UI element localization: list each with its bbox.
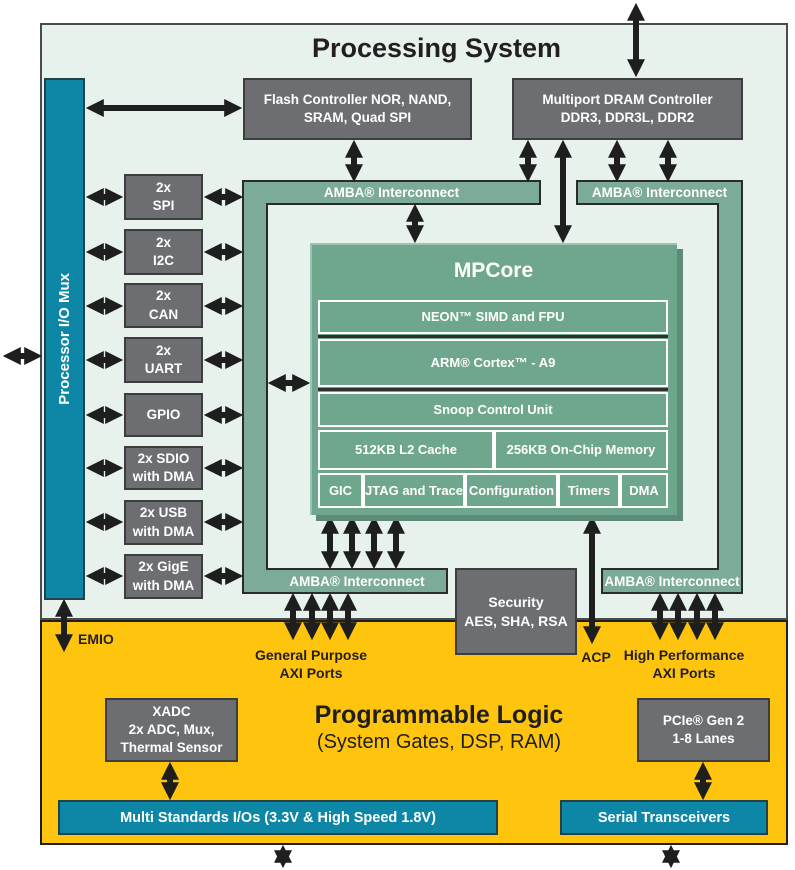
security-block: Security AES, SHA, RSA [455,568,577,655]
peripheral-2x-gige: 2x GigE with DMA [124,554,203,599]
multi-standards-io-bar: Multi Standards I/Os (3.3V & High Speed … [58,800,498,835]
mpcore-cell-configuration: Configuration [465,473,558,508]
serial-transceivers-bar: Serial Transceivers [560,800,768,835]
amba-interconnect-top-left: AMBA® Interconnect [323,185,460,200]
peripheral-2x-can: 2x CAN [124,283,203,328]
amba-interconnect-bottom-left: AMBA® Interconnect [289,573,425,589]
mpcore-title: MPCore [453,259,534,282]
xadc-block: XADC 2x ADC, Mux, Thermal Sensor [105,698,238,762]
hp-axi-label: High Performance AXI Ports [623,647,745,682]
gp-axi-label: General Purpose AXI Ports [254,647,368,682]
pl-subtitle: (System Gates, DSP, RAM) [316,731,562,753]
processor-io-mux-label: Processor I/O Mux [56,273,73,405]
peripheral-gpio: GPIO [124,393,203,437]
mpcore-divider-2 [318,388,668,391]
amba-interconnect-bottom-right: AMBA® Interconnect [604,573,740,589]
acp-label: ACP [581,649,611,665]
peripheral-2x-uart: 2x UART [124,337,203,383]
mpcore-row-neon: NEON™ SIMD and FPU [318,300,668,334]
mpcore-cell-l2-cache: 512KB L2 Cache [318,430,494,470]
emio-label: EMIO [78,631,114,647]
mpcore-row-cortex: ARM® Cortex™ - A9 [318,339,668,387]
mpcore-cell-gic: GIC [318,473,363,508]
pcie-block: PCIe® Gen 2 1-8 Lanes [637,698,770,762]
processor-io-mux-bar: Processor I/O Mux [44,78,85,600]
mpcore-divider-1 [318,335,668,338]
mpcore-cell-ocm: 256KB On-Chip Memory [494,430,668,470]
peripheral-2x-spi: 2x SPI [124,174,203,220]
mpcore-cell-timers: Timers [558,473,620,508]
mpcore-cell-dma: DMA [620,473,668,508]
peripheral-2x-i2c: 2x I2C [124,229,203,275]
mpcore-cell-jtag: JTAG and Trace [363,473,465,508]
dram-controller-block: Multiport DRAM Controller DDR3, DDR3L, D… [512,78,743,140]
flash-controller-block: Flash Controller NOR, NAND, SRAM, Quad S… [243,78,472,140]
peripheral-2x-usb: 2x USB with DMA [124,500,203,545]
peripheral-2x-sdio: 2x SDIO with DMA [124,446,203,490]
pl-title: Programmable Logic [314,701,564,729]
mpcore-row-snoop: Snoop Control Unit [318,392,668,427]
amba-interconnect-top-right: AMBA® Interconnect [591,185,728,200]
processing-system-title: Processing System [311,33,562,63]
